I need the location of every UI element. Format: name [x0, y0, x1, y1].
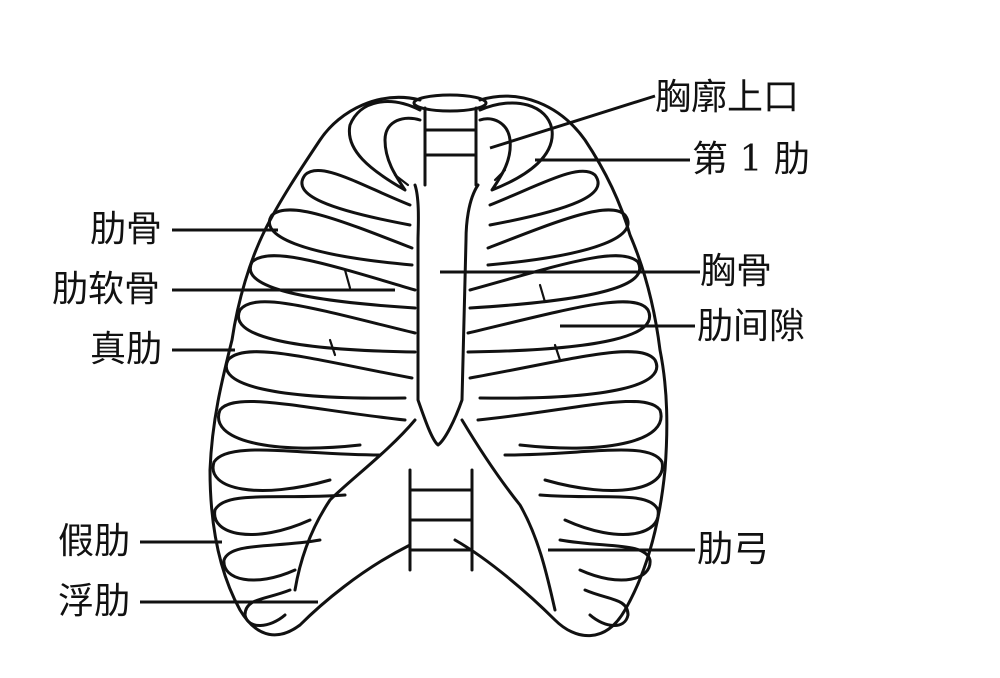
rib-right-2	[488, 169, 600, 227]
rib-left-9	[213, 493, 347, 536]
label-first-rib: 第 1 肋	[692, 139, 810, 180]
first-rib-left	[347, 100, 422, 192]
rib-left-4	[248, 254, 417, 310]
rib-right-6	[468, 350, 659, 400]
label-false-ribs: 假肋	[58, 521, 131, 562]
label-rib: 肋骨	[90, 209, 163, 250]
rib-left-11	[243, 588, 292, 627]
thorax-outline-left	[208, 95, 422, 637]
sternum-body	[413, 183, 480, 447]
rib-right-3	[486, 208, 630, 267]
rib-right-9	[538, 493, 660, 536]
label-thoracic-inlet: 胸廓上口	[655, 77, 800, 118]
rib-right-8	[503, 448, 664, 492]
leader-thoracic-inlet	[489, 94, 656, 150]
rib-left-6	[224, 350, 414, 400]
vertebra-column-lower	[408, 468, 474, 572]
label-costal-cartilage: 肋软骨	[52, 269, 161, 310]
costal-arch-left	[293, 418, 417, 592]
rib-left-8	[211, 448, 382, 492]
vertebra-column-upper	[423, 106, 478, 187]
cartilage-joint	[493, 168, 507, 182]
rib-left-3	[267, 208, 414, 267]
cartilage-joint	[538, 283, 547, 304]
cartilage-joint	[553, 343, 562, 362]
vertebra-top	[412, 93, 488, 113]
cartilage-joint	[393, 173, 410, 187]
rib-left-5	[237, 300, 417, 354]
label-floating-ribs: 浮肋	[58, 581, 131, 622]
leader-lines	[140, 94, 700, 604]
rib-left-7	[217, 399, 407, 450]
rib-right-10	[558, 538, 652, 582]
costal-arch-right	[460, 418, 557, 612]
cartilage-joint	[328, 338, 337, 357]
rib-left-2	[300, 169, 412, 227]
cartilage-joint	[343, 268, 352, 290]
rib-right-5	[466, 300, 651, 354]
thorax-outline-right	[453, 94, 669, 638]
label-intercostal-space: 肋间隙	[697, 306, 806, 347]
label-costal-arch: 肋弓	[697, 529, 770, 570]
cartilage-marks	[328, 168, 562, 362]
label-true-ribs: 真肋	[90, 329, 163, 370]
first-rib-right	[478, 101, 554, 192]
rib-left-10	[222, 538, 322, 582]
label-sternum: 胸骨	[700, 251, 773, 292]
rib-cage-outline	[208, 93, 669, 638]
rib-right-7	[476, 399, 663, 450]
rib-right-4	[468, 254, 642, 310]
rib-right-11	[583, 588, 630, 627]
